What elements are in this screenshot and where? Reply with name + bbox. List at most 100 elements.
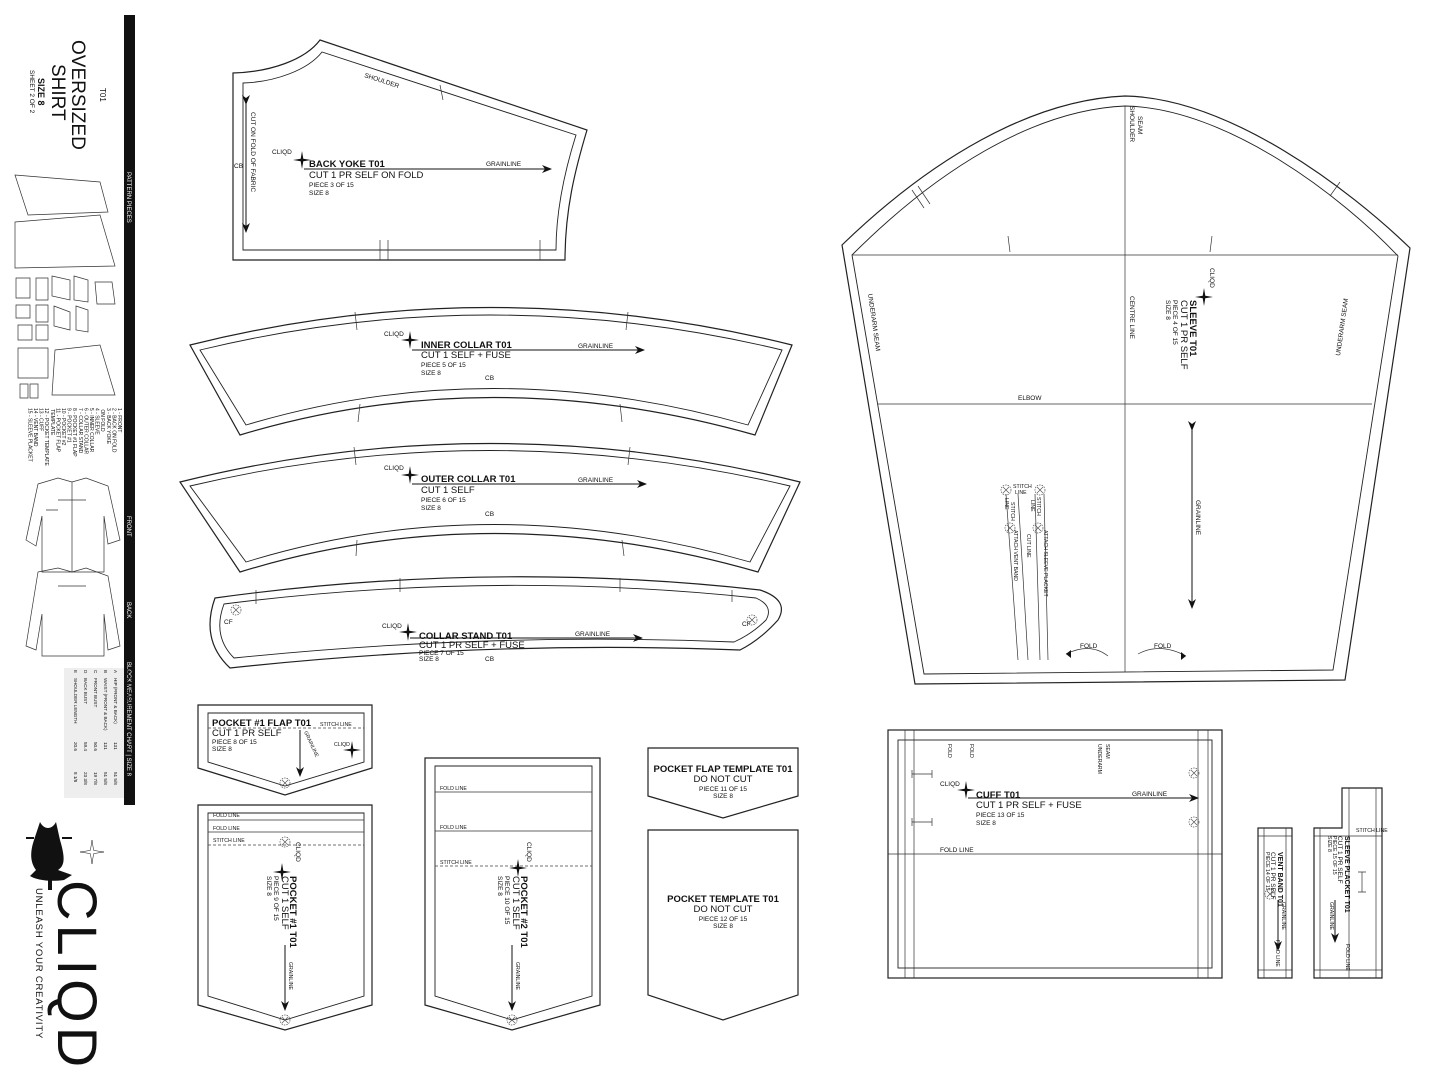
piece-pocket-template: POCKET TEMPLATE T01 DO NOT CUT PIECE 12 …: [647, 829, 799, 1021]
piece-index-item: TEMPLATE: [49, 408, 55, 436]
yoke-grainline: GRAINLINE: [486, 161, 522, 168]
outer-collar-brand: CLIQD: [384, 465, 404, 472]
sleeve-cut: CUT 1 PR SELF: [1178, 300, 1189, 370]
vent-band-grainline: GRAINLINE: [1280, 902, 1286, 931]
outer-collar-piece: PIECE 6 OF 15: [421, 497, 466, 504]
pocket2-size: SIZE 8: [496, 876, 503, 896]
vent-band-fold: FOLD LINE: [1274, 940, 1280, 967]
pocket2-stitch: STITCH LINE: [440, 860, 472, 866]
piece-index-item: 7 - COLLAR STAND: [77, 408, 83, 454]
pocket1-flap-stitch: STITCH LINE: [320, 722, 352, 728]
dress-form-icon: [30, 822, 72, 881]
pocket2-piece: PIECE 10 OF 15: [503, 876, 510, 925]
collar-stand-brand: CLIQD: [382, 623, 402, 630]
pocket1-title: POCKET #1 T01: [287, 876, 298, 949]
piece-sleeve-placket: STITCH LINE SLEEVE PLACKET T01 CUT 1 PR …: [1313, 787, 1388, 979]
pieces-thumbnail: [14, 174, 116, 399]
piece-pocket1-flap: POCKET #1 FLAP T01 CUT 1 PR SELF PIECE 8…: [197, 704, 373, 796]
vent-band-title: VENT BAND T01: [1276, 852, 1283, 907]
collar-stand-title: COLLAR STAND T01: [419, 631, 513, 642]
measurement-cell: E: [73, 670, 78, 673]
inner-collar-grainline: GRAINLINE: [578, 343, 614, 350]
size-label: SIZE 8: [36, 78, 46, 106]
svg-text:1 - FRONT2 - BACK ON FOLD3 - B: 1 - FRONT2 - BACK ON FOLD3 - BACK YOKE O…: [26, 408, 122, 466]
pocket1-fold-1: FOLD LINE: [213, 813, 240, 819]
sleeve-centre-line: CENTRE LINE: [1128, 296, 1135, 340]
collar-stand-grainline: GRAINLINE: [575, 631, 611, 638]
measurement-cell: 50.6: [93, 742, 98, 751]
measurement-cell: HIP (FRONT & BACK): [113, 678, 118, 724]
pocket1-flap-grainline: GRAINLINE: [302, 730, 319, 758]
outer-collar-grainline: GRAINLINE: [578, 477, 614, 484]
yoke-shoulder-label: SHOULDER: [363, 72, 400, 90]
measurement-cell: 131: [113, 742, 118, 750]
inner-collar-cb: CB: [485, 375, 494, 382]
pocket2-fold-1: FOLD LINE: [440, 786, 467, 792]
piece-pocket1: FOLD LINE FOLD LINE STITCH LINE CLIQD PO…: [197, 804, 373, 1031]
title-line-1: OVERSIZED: [67, 40, 88, 150]
measurement-cell: B: [103, 670, 108, 673]
flap-template-cut: DO NOT CUT: [694, 774, 753, 785]
cuff-fold-line: FOLD LINE: [940, 847, 974, 854]
piece-index-item: 14 - VENT BAND: [32, 408, 38, 447]
piece-index-item: 12 - POCKET TEMPLATE: [43, 408, 49, 466]
brand-name: CLIQD: [46, 880, 109, 1071]
collar-stand-cf-right: CF: [742, 621, 751, 628]
sheet-title-block: T01: [98, 88, 107, 102]
measurement-cell: C: [93, 670, 98, 674]
measurement-cell: FRONT BUST: [93, 678, 98, 707]
sleeve-underarm-right: UNDERARM SEAM: [1335, 298, 1350, 356]
flap-template-piece: PIECE 11 OF 15: [699, 786, 747, 793]
measurement-cell: WAIST (FRONT & BACK): [103, 678, 108, 731]
table-header-inches: INCHES: [123, 772, 129, 792]
black-side-bar: [124, 15, 135, 805]
pocket1-flap-brand: CLIQD: [334, 742, 350, 748]
placket-title: SLEEVE PLACKET T01: [1343, 836, 1350, 913]
inner-collar-piece: PIECE 5 OF 15: [421, 362, 466, 369]
vent-band-piece: PIECE 14 OF 15: [1264, 852, 1270, 891]
piece-collar-stand: CF CF CLIQD GRAINLINE COLLAR STAND T01 C…: [209, 576, 782, 669]
piece-outer-collar: CLIQD GRAINLINE OUTER COLLAR T01 CUT 1 S…: [179, 442, 801, 573]
cuff-grainline: GRAINLINE: [1132, 791, 1168, 798]
sleeve-grainline: GRAINLINE: [1194, 500, 1201, 536]
collar-stand-cf-left: CF: [224, 619, 233, 626]
piece-pocket-flap-template: POCKET FLAP TEMPLATE T01 DO NOT CUT PIEC…: [647, 747, 799, 819]
cuff-underarm-1: UNDERARM: [1096, 744, 1102, 774]
flap-template-size: SIZE 8: [713, 793, 733, 800]
yoke-cb-label: CB: [234, 163, 243, 170]
piece-inner-collar: CLIQD GRAINLINE INNER COLLAR T01 CUT 1 S…: [189, 306, 793, 436]
sleeve-fold-right: FOLD: [1154, 643, 1172, 650]
pocket-template-size: SIZE 8: [713, 923, 733, 930]
sheet-number: SHEET 2 OF 2: [28, 70, 35, 114]
sleeve-shoulder-seam-2: SEAM: [1136, 116, 1143, 134]
sleeve-attach-vent: ATTACH VENT BAND: [1012, 530, 1018, 581]
piece-index-item: 3 - BACK YOKE: [105, 408, 111, 445]
pocket1-flap-piece: PIECE 8 OF 15: [212, 739, 257, 746]
placket-piece: PIECE 15 OF 15: [1331, 836, 1337, 875]
pocket1-brand: CLIQD: [294, 842, 301, 862]
inner-collar-size: SIZE 8: [421, 370, 441, 377]
pocket1-size: SIZE 8: [265, 876, 272, 896]
sleeve-stitch-3: STITCH: [1009, 502, 1015, 521]
shirt-flat-back: [25, 567, 121, 657]
sleeve-line-3: LINE: [1003, 498, 1009, 510]
bar-label-back: BACK: [125, 602, 131, 618]
brand-logo: [26, 822, 105, 890]
outer-collar-cut: CUT 1 SELF: [421, 485, 475, 496]
piece-index-item: 4 - SLEEVE: [94, 408, 100, 435]
piece-index-item: ON FOLD: [99, 408, 105, 432]
sleeve-line-2: LINE: [1029, 500, 1035, 512]
sparkle-icon: [79, 839, 105, 865]
measurement-cell: 20.6: [73, 742, 78, 751]
measurement-cell: D: [83, 670, 88, 674]
pocket1-flap-size: SIZE 8: [212, 746, 232, 753]
measurement-cell: 51 5/8: [103, 772, 108, 785]
placket-fold: FOLD LINE: [1344, 944, 1350, 971]
outer-collar-size: SIZE 8: [421, 505, 441, 512]
measurement-cell: 51 5/8: [113, 772, 118, 785]
sleeve-cut-line: CUT LINE: [1025, 534, 1031, 558]
cuff-piece: PIECE 13 OF 15: [976, 812, 1025, 819]
piece-index-item: 1 - FRONT: [116, 408, 122, 432]
inner-collar-cut: CUT 1 SELF + FUSE: [421, 350, 511, 361]
sleeve-stitch-1: STITCH: [1013, 484, 1032, 490]
